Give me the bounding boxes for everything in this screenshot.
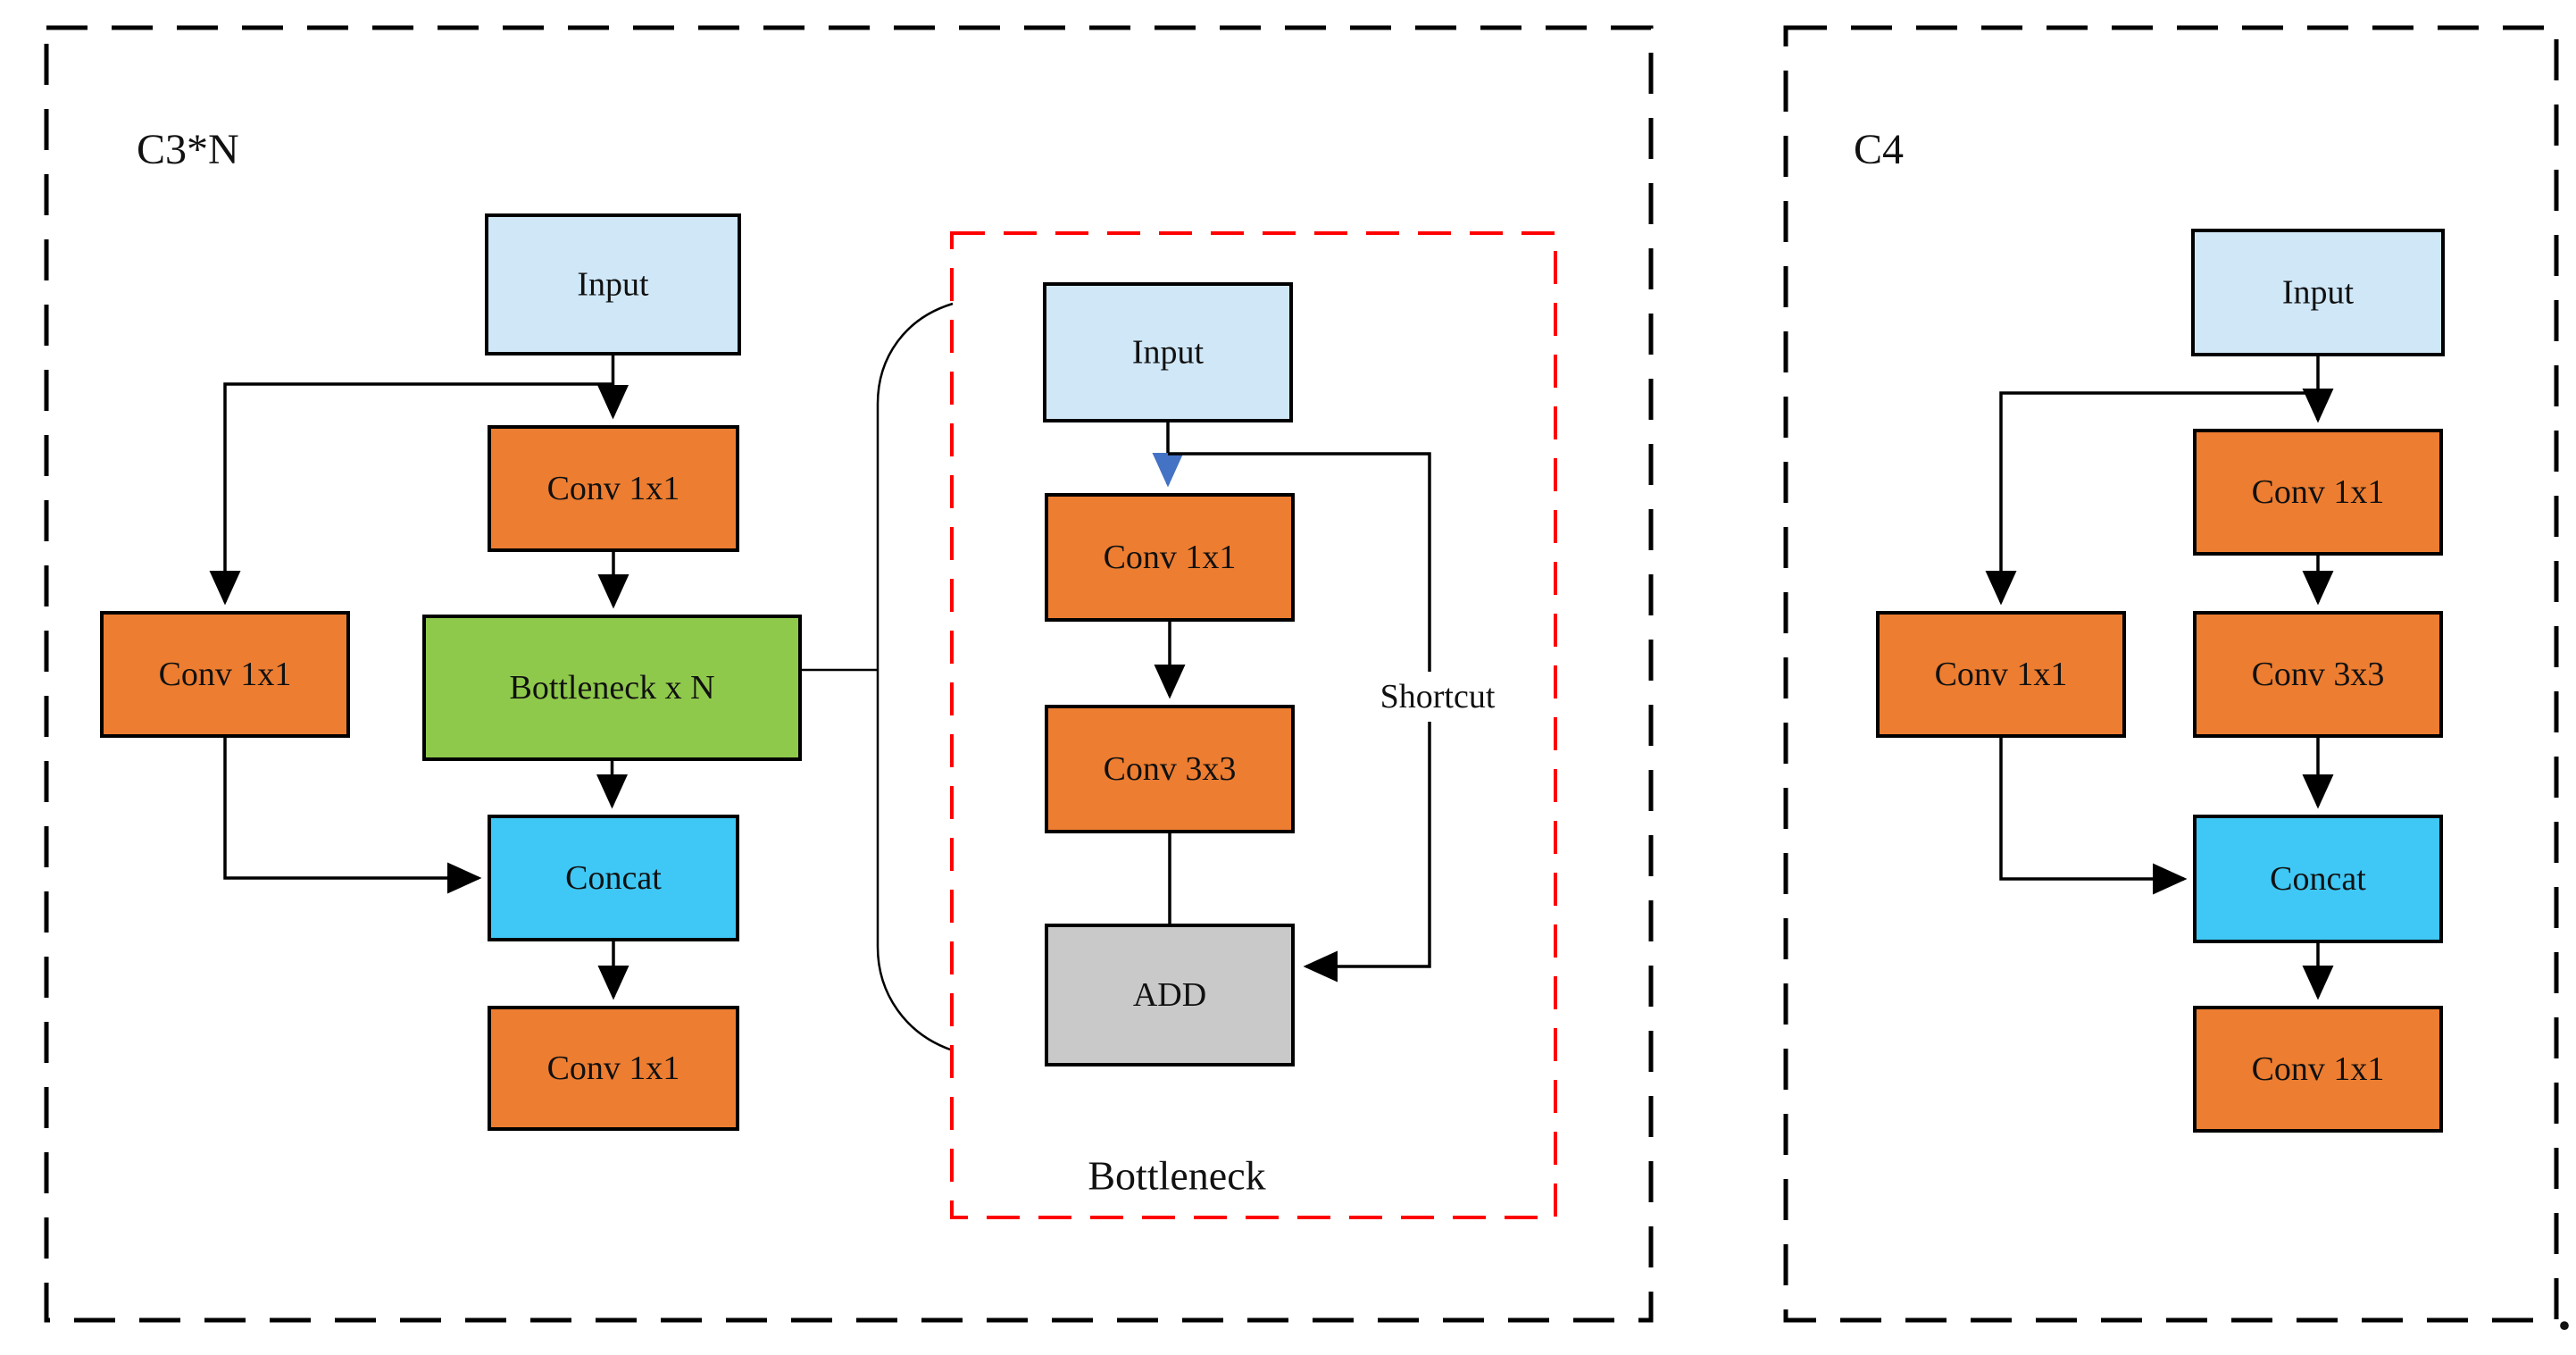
c4-conv3-node: Conv 3x3 [2193,611,2443,738]
bt-conv3-label: Conv 3x3 [1104,750,1237,788]
bottleneck-expansion-brace [800,302,954,1052]
bt-input-box [1043,282,1293,422]
c3n-conv-top-label: Conv 1x1 [547,470,680,507]
c4-input-box [2191,229,2445,356]
bt-conv1-label: Conv 1x1 [1104,539,1237,576]
c3n-conv-left-node: Conv 1x1 [100,611,350,738]
caption-period: . [2558,1282,2572,1341]
bt-conv3-box [1045,705,1295,833]
bt-conv3-node: Conv 3x3 [1045,705,1295,833]
c3n-dashed-border [44,25,1654,1323]
bt-add-box [1045,924,1295,1066]
c3n-input-node: Input [485,213,741,355]
c4-conv-left-node: Conv 1x1 [1876,611,2126,738]
c4-conv3-label: Conv 3x3 [2252,656,2385,693]
c4-left-conv-to-concat-arrow [1999,736,2188,895]
c4-conv-bottom-node: Conv 1x1 [2193,1006,2443,1133]
c3n-bottleneck-n-node: Bottleneck x N [422,615,802,761]
c4-dashed-border [1783,25,2559,1323]
bt-input-node: Input [1043,282,1293,422]
bottleneck-caption: Bottleneck [1088,1153,1265,1199]
c4-conv3-box [2193,611,2443,738]
c3n-conv-top-node: Conv 1x1 [488,425,739,552]
c3n-input-box [485,213,741,355]
c3n-conv-bottom-node: Conv 1x1 [488,1006,739,1131]
c4-input-branch-to-left-conv-arrow [1985,391,2318,606]
c4-conv-top-label: Conv 1x1 [2252,473,2385,511]
c3n-input-branch-to-left-conv-arrow [209,382,613,606]
c4-concat-label: Concat [2270,860,2366,898]
c4-input-label: Input [2282,274,2355,312]
c4-module-label: C4 [1854,126,1904,173]
bottleneck-detail: Input Conv 1x1 Conv 3x3 ADD Shortcut Bot… [950,231,1557,1219]
bt-conv1-box [1045,493,1295,622]
c4-conv-bottom-box [2193,1006,2443,1133]
bt-add-label: ADD [1133,976,1206,1014]
c4-concat-box [2193,815,2443,943]
c3n-conv-left-label: Conv 1x1 [159,656,292,693]
shortcut-label: Shortcut [1380,678,1496,715]
c3n-left-conv-to-concat-arrow [223,736,482,894]
bt-add-node: ADD [1045,924,1295,1066]
c3n-concat-node: Concat [488,815,739,941]
c3n-module: C3*N Input Conv 1x1 Bottleneck x N Conv … [44,25,1654,1323]
brace-curve-line [876,302,954,1052]
c3n-bottleneck-n-label: Bottleneck x N [509,669,714,707]
c3n-concat-label: Concat [565,859,662,897]
c3n-conv-bottom-label: Conv 1x1 [547,1050,680,1087]
c3n-input-label: Input [577,266,649,304]
c4-module: C4 Input Conv 1x1 Conv 1x1 Conv 3x3 Conc… [1783,25,2559,1323]
shortcut-label-backing [1355,672,1520,722]
bottleneck-red-dashed-border [950,231,1557,1219]
bt-conv1-node: Conv 1x1 [1045,493,1295,622]
c4-conv-left-label: Conv 1x1 [1935,656,2068,693]
bt-input-label: Input [1132,334,1205,372]
c4-conv-top-box [2193,429,2443,556]
c3n-conv-bottom-box [488,1006,739,1131]
c4-conv-left-box [1876,611,2126,738]
c4-conv-bottom-label: Conv 1x1 [2252,1050,2385,1088]
c3n-conv-top-box [488,425,739,552]
c3n-module-label: C3*N [137,126,239,173]
c3n-bottleneck-n-box [422,615,802,761]
c3n-concat-box [488,815,739,941]
c4-concat-node: Concat [2193,815,2443,943]
c4-input-node: Input [2191,229,2445,356]
c3n-conv-left-box [100,611,350,738]
c4-conv-top-node: Conv 1x1 [2193,429,2443,556]
